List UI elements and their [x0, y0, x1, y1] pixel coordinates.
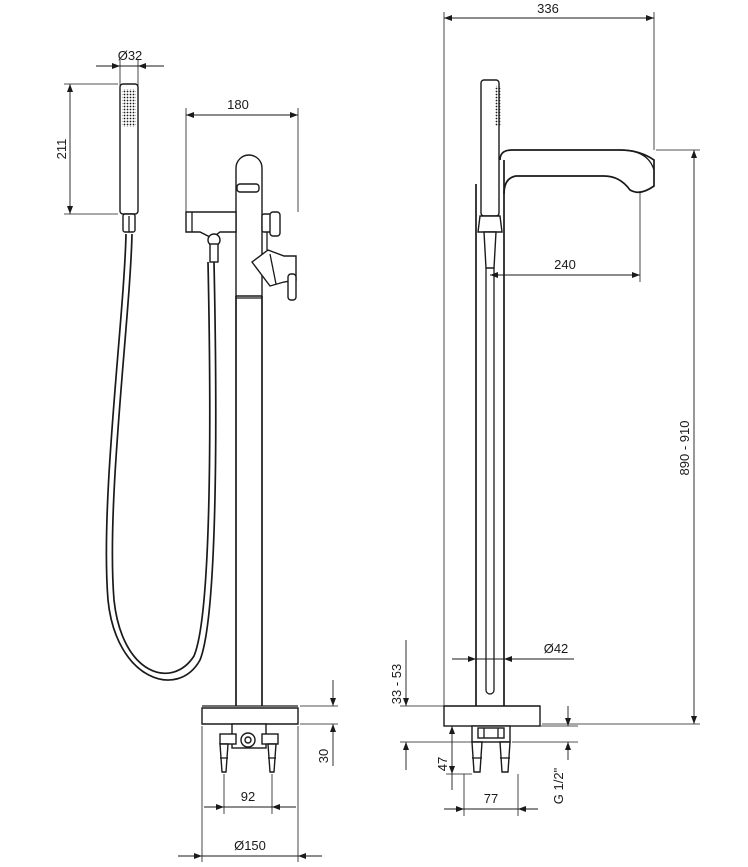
- dim-pipe-depth: 47: [435, 725, 472, 790]
- label-base-height-range: 33 - 53: [389, 664, 404, 704]
- label-handshower-length: 211: [54, 139, 69, 160]
- shower-hose: [105, 233, 217, 681]
- label-pipe-depth: 47: [435, 757, 450, 771]
- dim-overall-height: 890 - 910: [542, 149, 700, 725]
- hand-shower: [119, 83, 139, 233]
- dim-handshower-diameter: Ø32: [96, 48, 164, 86]
- dim-thread-size: G 1/2": [512, 706, 578, 804]
- dim-side-width: 180: [185, 97, 299, 212]
- dim-fixing-spacing: 92: [204, 774, 296, 814]
- label-handshower-diameter: Ø32: [118, 48, 143, 63]
- dim-spout-reach: 240: [490, 192, 641, 282]
- dim-pipe-spacing: 77: [444, 774, 538, 816]
- dim-handshower-length: 211: [54, 83, 118, 215]
- label-spout-reach: 240: [554, 257, 576, 272]
- label-side-width: 180: [227, 97, 249, 112]
- label-thread-size: G 1/2": [551, 767, 566, 804]
- dim-base-height-range: 33 - 53: [389, 640, 472, 770]
- label-pipe-spacing: 77: [484, 791, 498, 806]
- dim-column-diameter: Ø42: [452, 641, 574, 662]
- front-view-mixer: [443, 79, 655, 773]
- dim-base-diameter: Ø150: [178, 726, 322, 862]
- dim-base-thickness: 30: [300, 680, 338, 766]
- label-base-diameter: Ø150: [234, 838, 266, 853]
- side-view-mixer: [185, 154, 299, 773]
- label-overall-height: 890 - 910: [677, 421, 692, 476]
- label-fixing-spacing: 92: [241, 789, 255, 804]
- label-overall-width: 336: [537, 1, 559, 16]
- label-column-diameter: Ø42: [544, 641, 569, 656]
- label-base-thickness: 30: [316, 749, 331, 763]
- dim-overall-width: 336: [443, 1, 655, 706]
